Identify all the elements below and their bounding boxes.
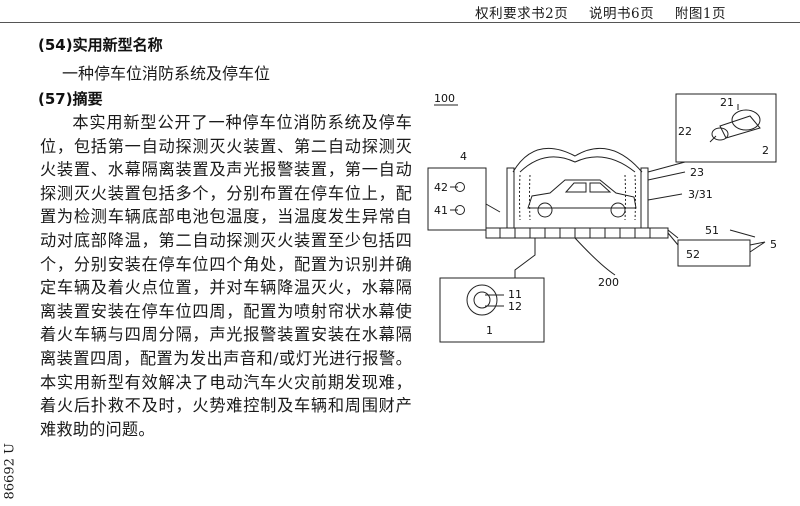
- base-pipe: [514, 238, 536, 278]
- label-22: 22: [678, 125, 692, 138]
- water-curtain-arc-outer: [512, 147, 643, 173]
- leader-23: [647, 171, 686, 181]
- section-54-label: (54)实用新型名称: [38, 36, 163, 54]
- label-5: 5: [770, 238, 777, 251]
- water-curtain-arc-inner: [519, 156, 636, 173]
- control-cabinet-box: [427, 167, 487, 231]
- vehicle-windows: [564, 182, 612, 193]
- fire-detector-box: [675, 93, 777, 163]
- leader-3-31: [647, 193, 683, 201]
- page-header: 权利要求书2页 说明书6页 附图1页: [459, 2, 726, 22]
- label-21: 21: [720, 96, 734, 109]
- platform-detectors: [499, 228, 651, 238]
- pillar-to-detector-line: [647, 161, 686, 173]
- base-outer-ring: [466, 284, 498, 316]
- front-wheel: [537, 202, 553, 218]
- vehicle-body: [527, 179, 637, 209]
- rear-wheel: [610, 202, 626, 218]
- header-claims-pages: 权利要求书2页: [475, 6, 569, 22]
- cabinet-connector: [485, 203, 501, 213]
- leader-5: [749, 241, 766, 253]
- detector-body: [719, 115, 761, 139]
- leader-22: [709, 135, 717, 143]
- label-41: 41: [434, 204, 448, 217]
- publication-side-code: 86692 U: [2, 443, 18, 500]
- label-42: 42: [434, 181, 448, 194]
- water-curtain-spray: [519, 174, 636, 221]
- header-description-pages: 说明书6页: [589, 6, 655, 22]
- abstract-figure: 100 4 42 41 21 22 2 23 3/31 51 5 52 200 …: [420, 80, 800, 350]
- label-3-31: 3/31: [688, 188, 713, 201]
- label-system-100: 100: [434, 92, 455, 105]
- label-12: 12: [508, 300, 522, 313]
- alarm-connector: [667, 232, 679, 246]
- header-rule: [0, 22, 800, 23]
- abstract-text: 本实用新型公开了一种停车位消防系统及停车位，包括第一自动探测灭火装置、第二自动探…: [40, 113, 412, 439]
- fire-protection-diagram: 100 4 42 41 21 22 2 23 3/31 51 5 52 200 …: [427, 92, 777, 343]
- detector-lens-22: [711, 127, 729, 141]
- section-57-label: (57)摘要: [38, 90, 103, 108]
- left-water-curtain-pillar: [506, 167, 515, 229]
- base-inner-ring: [473, 291, 491, 309]
- leader-51: [729, 229, 756, 238]
- right-water-curtain-pillar: [640, 167, 649, 229]
- header-drawing-pages: 附图1页: [674, 6, 726, 22]
- label-52: 52: [686, 248, 700, 261]
- base-unit-box: [439, 277, 545, 343]
- label-51: 51: [705, 224, 719, 237]
- label-1: 1: [486, 324, 493, 337]
- label-2: 2: [762, 144, 769, 157]
- leader-200: [574, 237, 616, 276]
- label-23: 23: [690, 166, 704, 179]
- label-4: 4: [460, 150, 467, 163]
- label-200: 200: [598, 276, 619, 289]
- platform-edge: [667, 229, 679, 239]
- detector-camera-21: [731, 109, 761, 131]
- parking-platform: [485, 227, 669, 239]
- label-11: 11: [508, 288, 522, 301]
- alarm-box: [677, 239, 751, 267]
- leader-11-12: [485, 294, 504, 307]
- utility-model-name: 一种停车位消防系统及停车位: [62, 64, 271, 83]
